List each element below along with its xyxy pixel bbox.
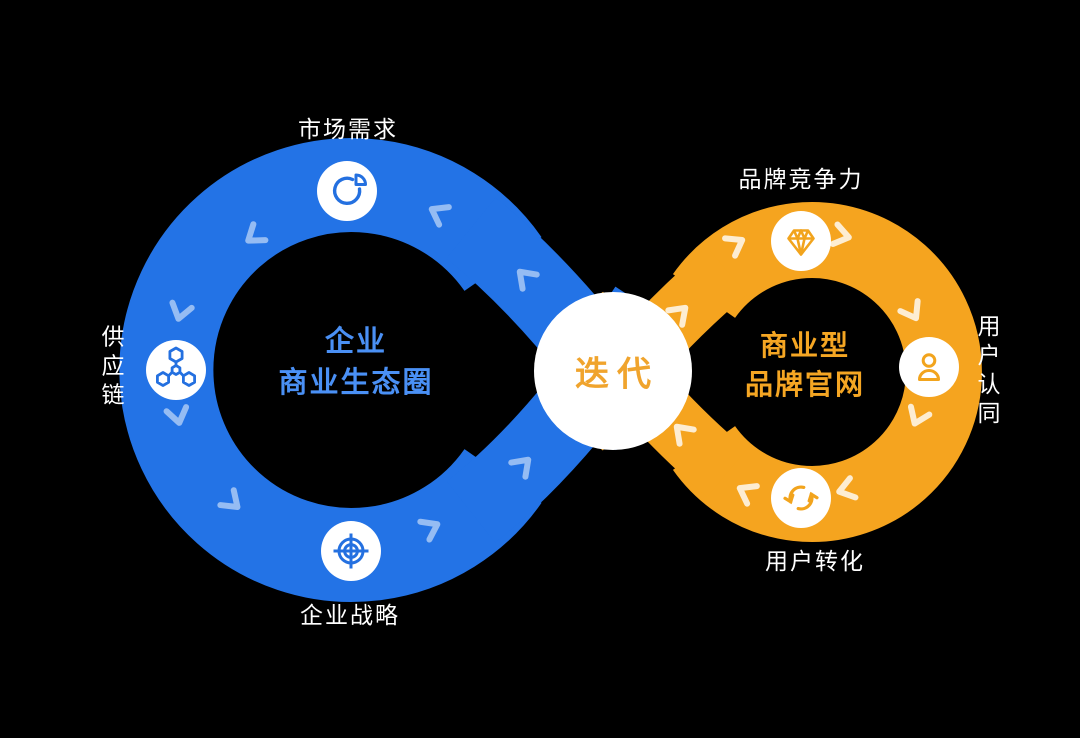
orange-flow-chevrons bbox=[665, 221, 933, 507]
label-user-conversion: 用户转化 bbox=[765, 548, 865, 574]
chevron-icon bbox=[217, 487, 241, 511]
orange-loop-title-line1: 商业型 bbox=[759, 330, 851, 361]
chevron-icon bbox=[673, 423, 697, 447]
orange-loop-title: 商业型 品牌官网 bbox=[745, 326, 865, 404]
label-corporate-strategy: 企业战略 bbox=[300, 602, 400, 628]
sync-icon bbox=[771, 468, 831, 528]
chevron-icon bbox=[516, 268, 540, 292]
chevron-icon bbox=[907, 403, 933, 427]
label-market-demand: 市场需求 bbox=[298, 116, 398, 142]
label-brand-competitiveness: 品牌竞争力 bbox=[738, 166, 864, 192]
orange-loop-title-line2: 品牌官网 bbox=[744, 369, 866, 400]
blue-flow-chevrons bbox=[163, 204, 540, 543]
user-icon bbox=[899, 337, 959, 397]
chevron-icon bbox=[829, 221, 852, 247]
chevron-icon bbox=[169, 299, 195, 322]
target-icon bbox=[321, 521, 381, 581]
label-supply-chain: 供应链 bbox=[98, 324, 124, 412]
chevron-icon bbox=[736, 483, 760, 507]
diamond-icon bbox=[771, 211, 831, 271]
chevron-icon bbox=[836, 475, 859, 501]
blue-loop-title: 企业 商业生态圈 bbox=[278, 322, 433, 404]
center-circle bbox=[534, 292, 692, 450]
chevron-icon bbox=[897, 298, 921, 322]
chevron-icon bbox=[665, 304, 689, 328]
center-iteration-label: 迭代 bbox=[575, 355, 659, 394]
chevron-icon bbox=[245, 221, 269, 244]
chevron-icon bbox=[722, 235, 746, 259]
chevron-icon bbox=[163, 404, 190, 426]
network-icon bbox=[146, 340, 206, 400]
blue-loop-title-line1: 企业 bbox=[324, 326, 388, 358]
chevron-icon bbox=[417, 518, 441, 543]
chevron-icon bbox=[508, 456, 532, 480]
label-user-recognition: 用户认同 bbox=[974, 314, 1000, 430]
chevron-icon bbox=[428, 204, 452, 228]
pie-chart-icon bbox=[317, 161, 377, 221]
blue-loop-title-line2: 商业生态圈 bbox=[278, 367, 434, 399]
